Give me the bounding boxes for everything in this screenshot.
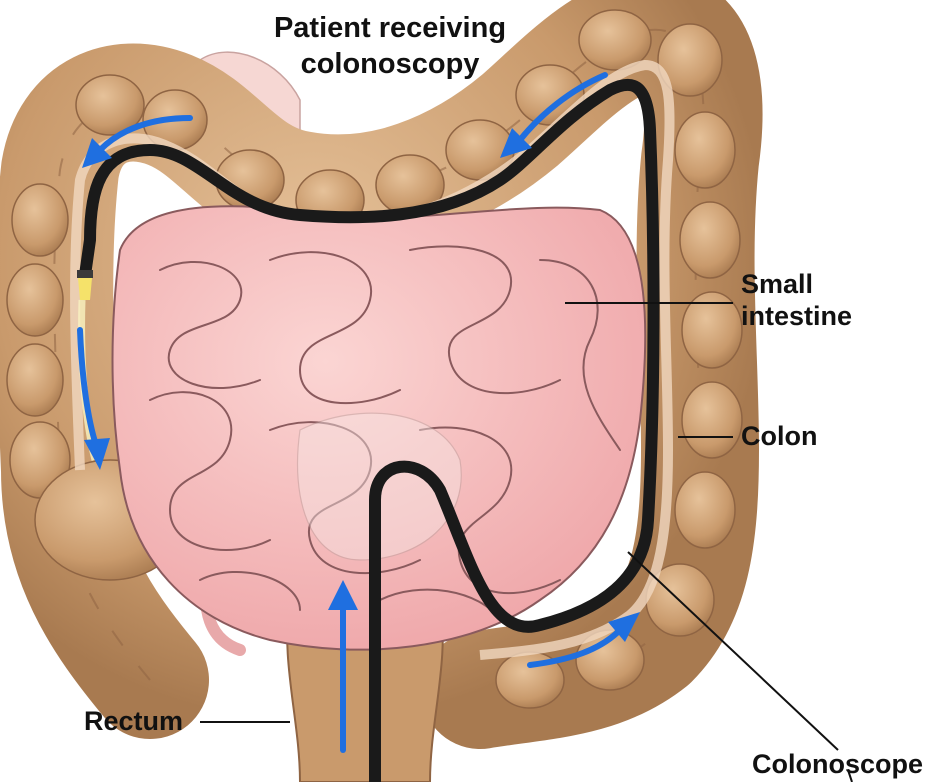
title-line-2: colonoscopy [230,46,550,82]
scope-tip-light [78,278,92,300]
title-line-1: Patient receiving [230,10,550,46]
label-colon: Colon [741,420,817,452]
scope-tip-band [77,270,93,278]
label-small-intestine-line-2: intestine [741,300,852,332]
diagram-title: Patient receiving colonoscopy [230,10,550,82]
label-colonoscope: Colonoscope [752,748,923,780]
label-rectum: Rectum [84,705,183,737]
label-small-intestine: Small intestine [741,268,852,332]
label-small-intestine-line-1: Small [741,268,852,300]
